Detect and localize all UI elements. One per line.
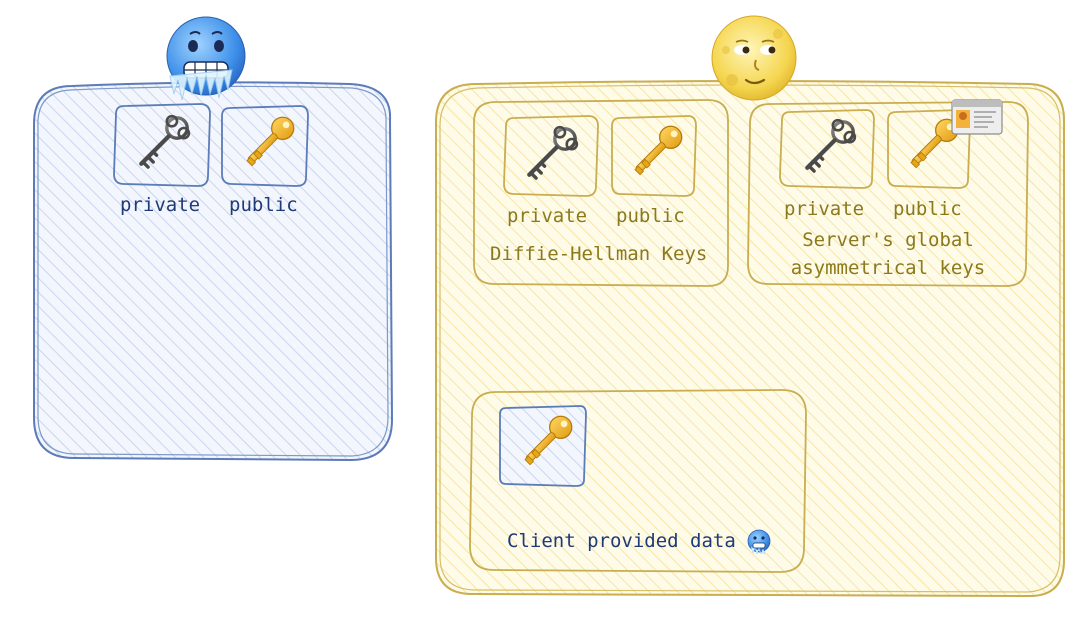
- cold-face-icon: [166, 16, 246, 101]
- global-keys-caption-line1: Server's global: [802, 229, 974, 251]
- full-moon-face-icon: [711, 15, 797, 101]
- global-private-key-card: [779, 109, 875, 189]
- global-keys-caption-line2: asymmetrical keys: [790, 257, 986, 279]
- client-public-label: public: [229, 194, 298, 216]
- dh-public-label: public: [616, 205, 685, 227]
- client-data-caption: Client provided data: [507, 530, 736, 552]
- client-public-key-card: [221, 105, 309, 187]
- id-card-icon: [951, 99, 1003, 135]
- cold-face-icon: [747, 529, 771, 555]
- global-public-label: public: [893, 198, 962, 220]
- dh-private-label: private: [507, 205, 588, 227]
- global-private-label: private: [784, 198, 865, 220]
- client-private-key-card: [113, 103, 211, 187]
- client-container: [33, 81, 394, 462]
- dh-private-key-card: [503, 115, 599, 197]
- client-group: [33, 16, 394, 462]
- client-private-label: private: [120, 194, 201, 216]
- server-group: [435, 15, 1065, 598]
- client-data-key-card: [499, 405, 587, 487]
- dh-public-key-card: [611, 115, 697, 197]
- dh-keys-caption: Diffie-Hellman Keys: [490, 243, 708, 265]
